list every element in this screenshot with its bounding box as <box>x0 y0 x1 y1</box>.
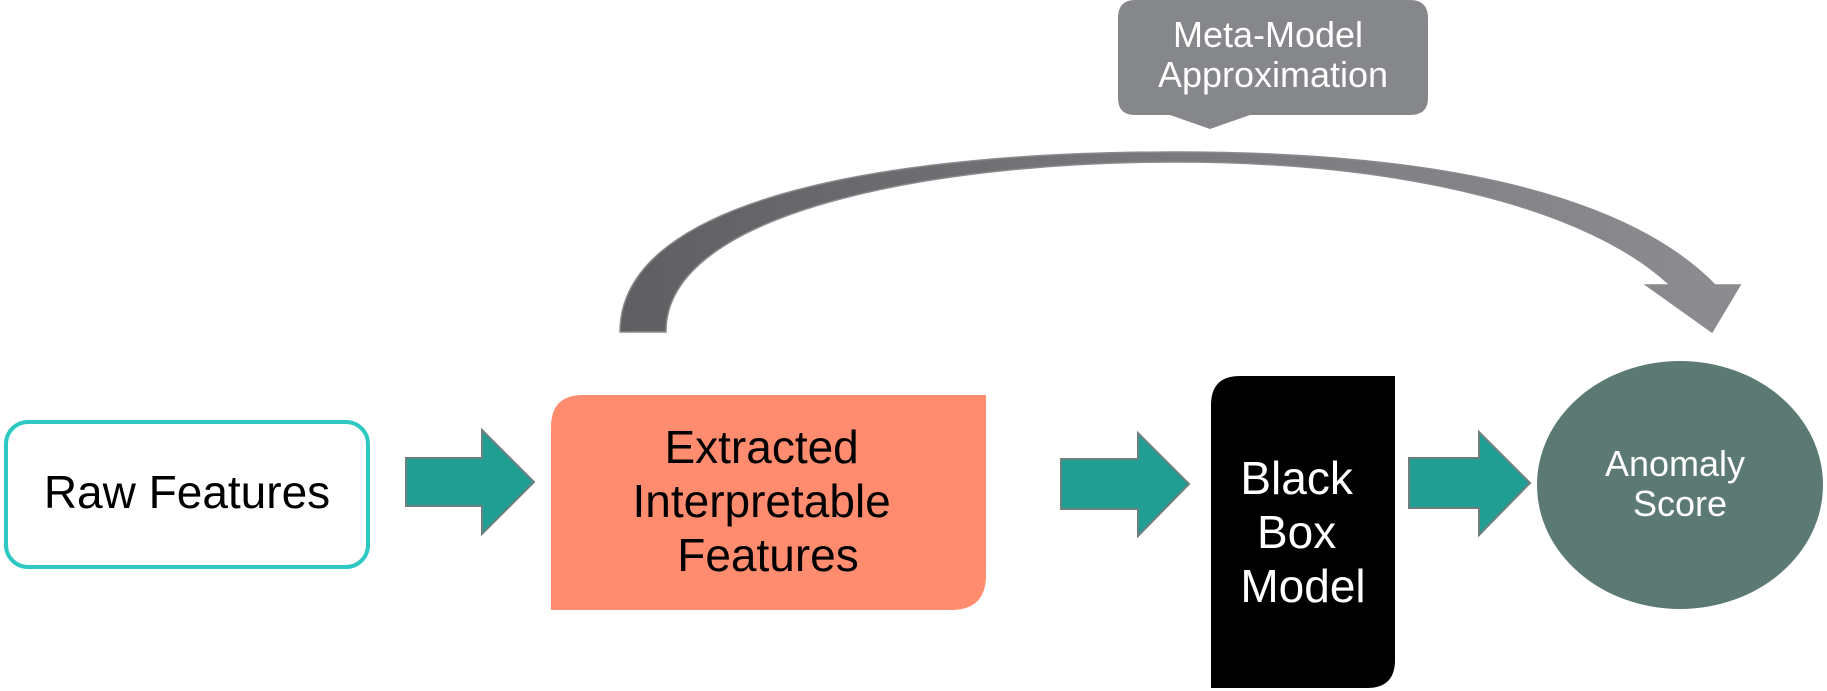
meta-model-callout-label: Meta-Model Approximation <box>1158 14 1388 95</box>
black-box-model-box <box>1211 376 1395 688</box>
flow-arrow-3 <box>1408 429 1532 538</box>
anomaly-score-label: Anomaly Score <box>1605 443 1755 524</box>
flow-arrow-2 <box>1060 430 1191 539</box>
meta-model-callout <box>1118 0 1428 129</box>
extracted-line-3: Features <box>677 529 859 581</box>
extracted-line-1: Extracted <box>664 421 858 473</box>
blackbox-line-1: Black <box>1240 452 1353 504</box>
extracted-line-2: Interpretable <box>632 475 890 527</box>
extracted-features-box <box>551 395 986 610</box>
extracted-features-label: Extracted Interpretable Features <box>632 421 903 581</box>
callout-line-1: Meta-Model <box>1173 14 1363 55</box>
anomaly-score-node <box>1537 361 1823 609</box>
raw-features-label: Raw Features <box>44 466 330 518</box>
score-line-1: Anomaly <box>1605 443 1745 484</box>
blackbox-line-3: Model <box>1240 560 1365 612</box>
black-box-model-label: Black Box Model <box>1240 452 1365 612</box>
flow-arrow-1 <box>405 427 536 537</box>
meta-model-curve-arrow <box>619 151 1742 334</box>
callout-line-2: Approximation <box>1158 54 1388 95</box>
blackbox-line-2: Box <box>1257 506 1336 558</box>
raw-features-box <box>4 420 370 569</box>
score-line-2: Score <box>1633 483 1727 524</box>
